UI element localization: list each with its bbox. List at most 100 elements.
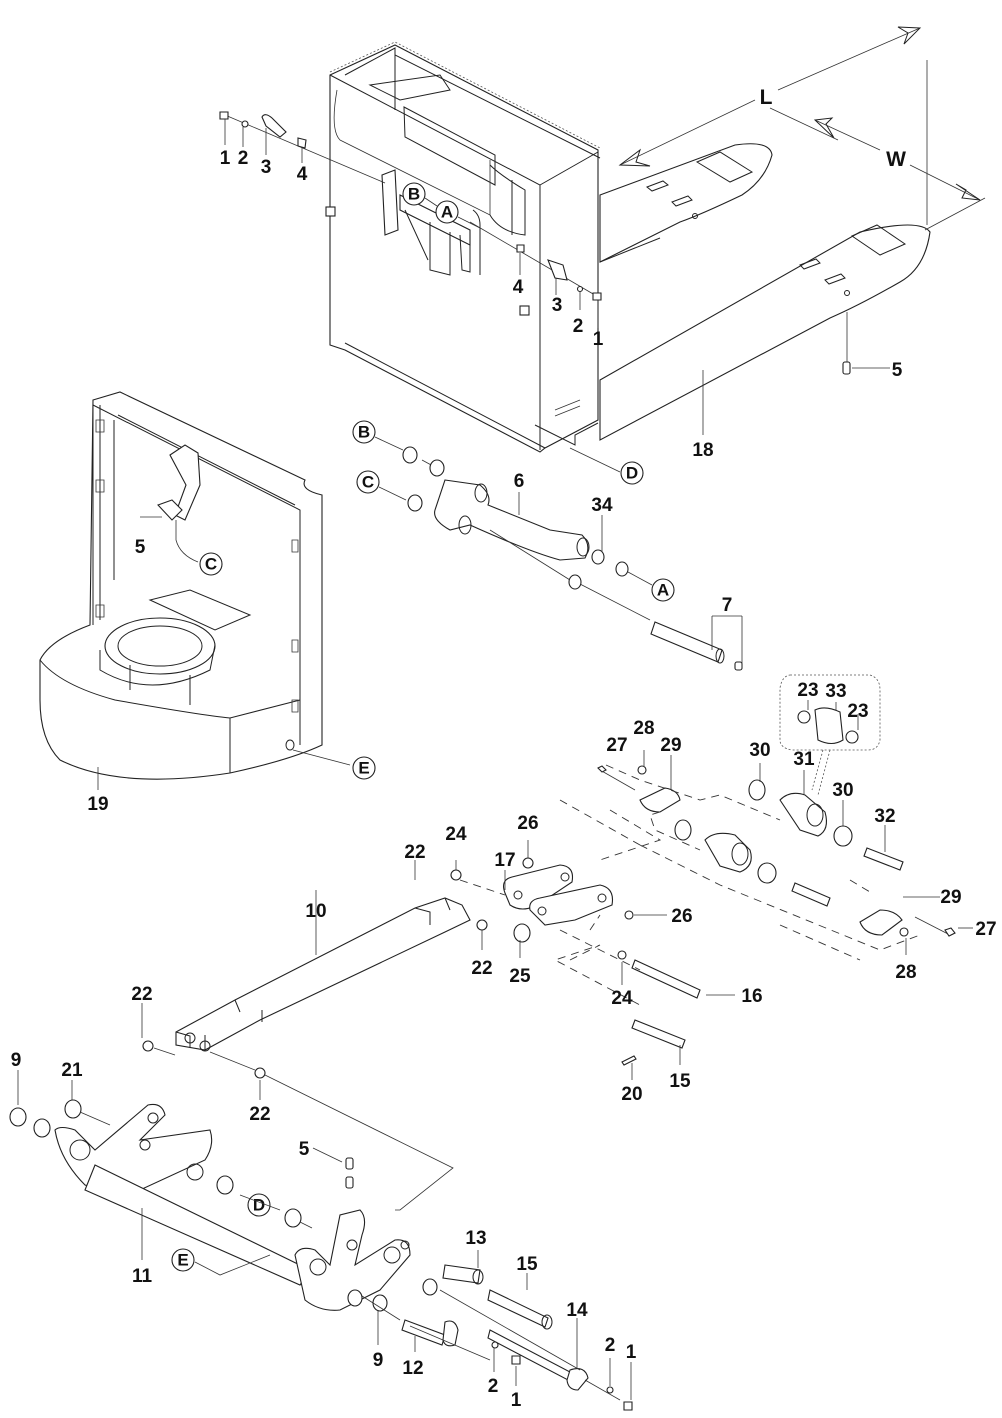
svg-text:B: B [408, 185, 420, 204]
callout-21: 21 [61, 1060, 83, 1081]
ref-marker-c-arm: C [356, 470, 380, 494]
push-rod [142, 897, 488, 1211]
callout-22b: 22 [471, 958, 492, 979]
fork-right [599, 224, 931, 441]
ref-marker-a-top: A [435, 200, 459, 224]
callout-15a: 15 [669, 1071, 691, 1092]
callout-18: 18 [692, 440, 713, 461]
callout-22a: 22 [404, 842, 425, 863]
callout-23b: 23 [847, 701, 868, 722]
callout-15b: 15 [516, 1254, 538, 1275]
callout-22-rod-a: 22 [131, 984, 152, 1005]
axle-assembly [9, 1099, 633, 1411]
fastener-stack-left: 1 2 3 4 [219, 111, 386, 185]
fork-chassis-assembly [325, 41, 931, 453]
push-rod-body [175, 897, 471, 1051]
callout-11: 11 [132, 1266, 153, 1287]
callout-16: 16 [741, 986, 762, 1007]
callout-13: 13 [465, 1228, 486, 1249]
callout-25: 25 [509, 966, 531, 987]
ref-marker-d-axle: D [247, 1193, 271, 1217]
callout-29b: 29 [940, 887, 961, 908]
svg-text:E: E [358, 759, 369, 778]
callout-10: 10 [305, 901, 326, 922]
callout-5-axle: 5 [299, 1139, 310, 1160]
chassis-bracket [381, 169, 399, 236]
svg-text:C: C [362, 473, 374, 492]
ref-marker-c-frame: C [199, 552, 223, 576]
linkage-assembly [450, 857, 701, 1066]
callout-30a: 30 [749, 740, 770, 761]
roller-assembly [559, 674, 956, 961]
callout-3: 3 [261, 157, 272, 178]
dimension-w-line [814, 119, 981, 201]
callout-4b: 4 [513, 277, 524, 298]
lift-arm [434, 479, 589, 561]
callout-3b: 3 [552, 295, 563, 316]
dimension-lines: L W [618, 26, 986, 231]
axle-tube [84, 1164, 311, 1286]
callout-28a: 28 [633, 718, 654, 739]
roller-detail-box [779, 674, 881, 751]
callout-1: 1 [220, 148, 231, 169]
callout-12: 12 [402, 1358, 423, 1379]
frame-body [39, 391, 323, 780]
callout-1-axle-b: 1 [626, 1342, 637, 1363]
axle-right-bracket [294, 1209, 411, 1311]
callout-24a: 24 [445, 824, 467, 845]
callout-17: 17 [494, 850, 515, 871]
ref-marker-b-top: B [402, 182, 426, 206]
callout-30b: 30 [832, 780, 853, 801]
callout-1-axle-a: 1 [511, 1390, 522, 1411]
callout-24b: 24 [611, 988, 633, 1009]
callout-6: 6 [514, 471, 525, 492]
callout-14: 14 [566, 1300, 588, 1321]
svg-text:C: C [205, 555, 217, 574]
dimension-w-label: W [886, 148, 906, 171]
callout-19: 19 [87, 794, 108, 815]
callout-20: 20 [621, 1084, 642, 1105]
svg-text:A: A [657, 581, 669, 600]
callout-29a: 29 [660, 735, 681, 756]
callout-9b: 9 [373, 1350, 384, 1371]
callout-32: 32 [874, 806, 895, 827]
callout-5-fork: 5 [892, 360, 903, 381]
svg-text:E: E [177, 1251, 188, 1270]
lift-arm-assembly [374, 436, 743, 671]
ref-marker-b-arm: B [352, 420, 376, 444]
dimension-l-label: L [760, 86, 773, 109]
callout-23a: 23 [797, 680, 818, 701]
dimension-l-line [619, 27, 921, 166]
pin-7 [650, 621, 723, 663]
axle-left-bracket [54, 1103, 213, 1191]
callout-22-rod-b: 22 [249, 1104, 270, 1125]
ref-marker-d-top: D [620, 461, 644, 485]
callout-2: 2 [238, 148, 249, 169]
callout-5-frame: 5 [135, 537, 146, 558]
callout-28b: 28 [895, 962, 916, 983]
callout-9a: 9 [11, 1050, 22, 1071]
svg-text:D: D [626, 464, 638, 483]
callout-27a: 27 [606, 735, 627, 756]
callout-26a: 26 [517, 813, 538, 834]
ref-marker-e-frame: E [352, 756, 376, 780]
svg-text:D: D [253, 1196, 265, 1215]
chassis-box [329, 44, 599, 453]
callout-2b: 2 [573, 316, 584, 337]
callout-2-axle-b: 2 [605, 1335, 616, 1356]
svg-text:B: B [358, 423, 370, 442]
svg-text:A: A [441, 203, 453, 222]
callout-7: 7 [722, 595, 733, 616]
callout-31: 31 [793, 749, 815, 770]
callout-34: 34 [591, 495, 613, 516]
callout-4: 4 [297, 164, 308, 185]
fork-left [599, 143, 773, 263]
ref-marker-a-arm: A [651, 578, 675, 602]
callout-33: 33 [825, 681, 846, 702]
callout-27b: 27 [975, 919, 996, 940]
fastener-stack-right: 4 3 2 1 [469, 221, 604, 350]
callout-1b: 1 [593, 329, 604, 350]
callout-26b: 26 [671, 906, 692, 927]
drive-frame [39, 391, 323, 780]
